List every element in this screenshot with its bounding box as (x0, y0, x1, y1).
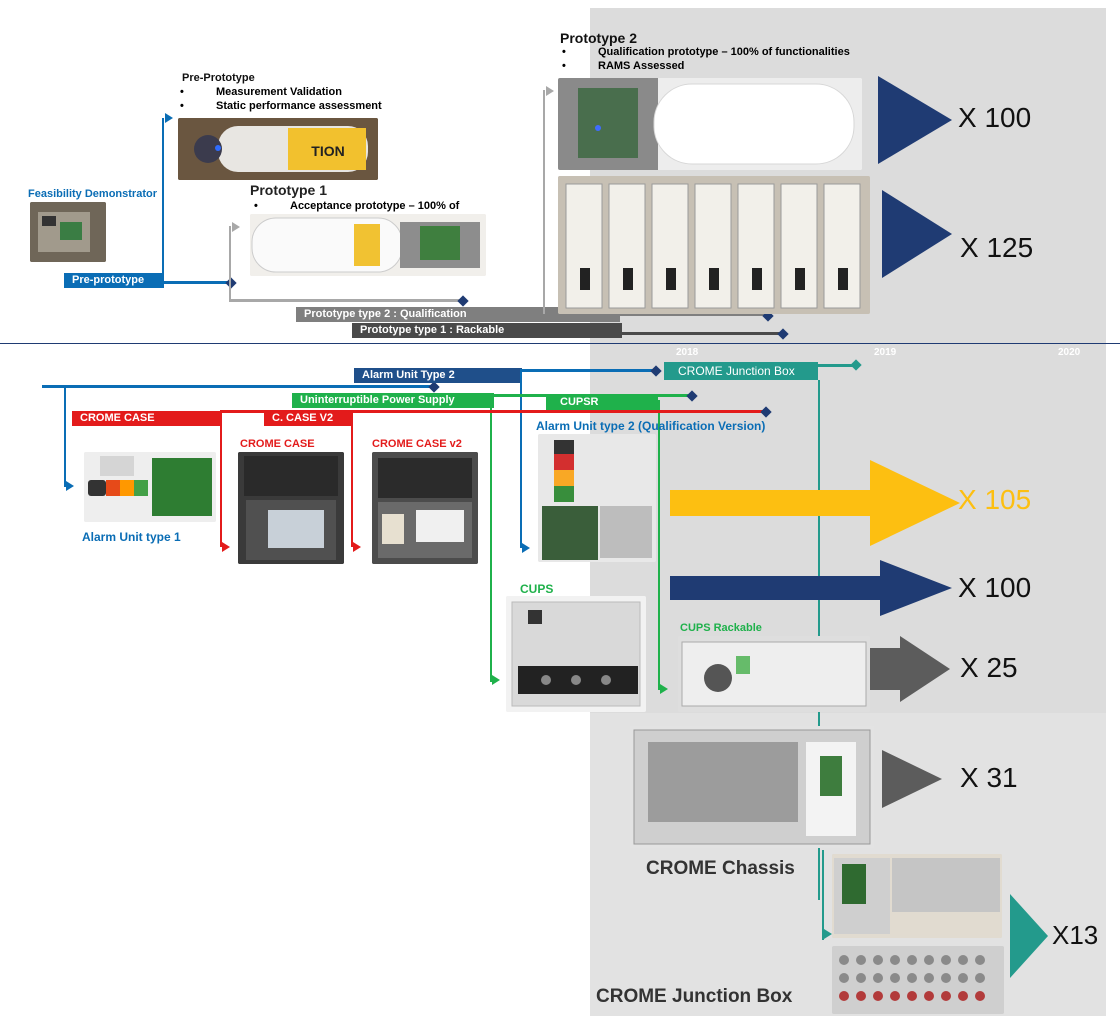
count-arrow-31 (882, 750, 942, 808)
count-x31: X 31 (960, 762, 1018, 793)
bullet: • (562, 46, 566, 58)
case-connector (220, 411, 222, 547)
count-x100-top: X 100 (958, 102, 1032, 133)
proto2-bullet-1: Qualification prototype – 100% of functi… (598, 46, 850, 58)
count-x100-bottom: X 100 (958, 572, 1032, 603)
alarm-unit-type1-photo (84, 452, 216, 522)
count-arrow-105 (670, 460, 960, 546)
pt2-line (545, 313, 767, 316)
bar-alarm-unit-type2: Alarm Unit Type 2 (354, 368, 522, 383)
cups-connector (490, 400, 492, 682)
count-x13: X13 (1052, 920, 1099, 950)
proto2-bullet-2: RAMS Assessed (598, 60, 685, 72)
alarm-unit-type2-photo (538, 434, 656, 562)
proto1-milestone (457, 295, 469, 307)
svg-text:TION: TION (311, 143, 344, 159)
count-arrow-100-bottom (670, 560, 952, 616)
alarm-unit-type2-label: Alarm Unit type 2 (Qualification Version… (536, 419, 766, 433)
bullet: • (180, 100, 184, 112)
alarm2-line (520, 369, 656, 372)
bar-uninterruptible-power-supply: Uninterruptible Power Supply (292, 393, 494, 408)
count-x125: X 125 (960, 232, 1034, 263)
cupsr-arrow (660, 684, 668, 694)
feasibility-label: Feasibility Demonstrator (28, 188, 157, 200)
cups-rackable-photo (678, 636, 870, 712)
count-arrow-13 (1010, 894, 1048, 978)
proto2-connector (543, 90, 545, 314)
proto1-bullet-1: Acceptance prototype – 100% of (290, 200, 460, 212)
bullet: • (254, 200, 258, 212)
preproto-photo: TION (178, 118, 378, 180)
bar-prototype-type2: Prototype type 2 : Qualification (296, 307, 620, 322)
alarm1-connector (64, 387, 66, 487)
preproto-milestone (225, 277, 237, 289)
junction-box-photo-b (832, 946, 1004, 1014)
count-arrow-100 (878, 76, 952, 164)
cups-photo (506, 596, 646, 712)
bullet: • (180, 86, 184, 98)
alarm2-arrow (522, 543, 530, 553)
cups-rackable-label: CUPS Rackable (680, 622, 762, 634)
bar-c-case-v2: C. CASE V2 (264, 411, 352, 426)
proto1-title: Prototype 1 (250, 182, 328, 198)
casev2-connector (351, 411, 353, 547)
bar-prototype-type1: Prototype type 1 : Rackable (352, 323, 622, 338)
proto2-arrow (546, 86, 554, 96)
case-arrow (222, 542, 230, 552)
cups-arrow (492, 675, 500, 685)
bar-crome-case: CROME CASE (72, 411, 220, 426)
crome-chassis-label: CROME Chassis (646, 858, 795, 879)
junction-arrow (824, 929, 832, 939)
proto2-photo (558, 78, 862, 170)
casev2-arrow (353, 542, 361, 552)
proto1-line (229, 299, 463, 302)
crome-chassis-photo (630, 726, 874, 848)
crome-case-v2-photo (372, 452, 478, 564)
preproto-line (162, 281, 232, 284)
alarm-baseline-milestone (428, 381, 440, 393)
preproto-connector (162, 118, 164, 284)
alarm-unit-type1-label: Alarm Unit type 1 (82, 530, 181, 544)
year-2020: 2020 (1058, 347, 1081, 358)
proto1-arrow (232, 222, 240, 232)
junction-line (818, 364, 856, 367)
junction-box-photo-a (832, 854, 1002, 938)
bar-crome-junction-box: CROME Junction Box (664, 362, 818, 380)
alarm2-connector (520, 370, 522, 548)
year-2018: 2018 (676, 347, 699, 358)
section-divider (0, 343, 1120, 344)
count-x25: X 25 (960, 652, 1018, 683)
proto2-rack-photo (558, 176, 870, 314)
cupsr-connector (658, 400, 660, 690)
year-2019: 2019 (874, 347, 897, 358)
crome-case-photo (238, 452, 344, 564)
crome-junction-box-label: CROME Junction Box (596, 986, 793, 1007)
proto2-title: Prototype 2 (560, 30, 638, 46)
bullet: • (562, 60, 566, 72)
preproto-bullet-2: Static performance assessment (216, 100, 382, 112)
bar-pre-prototype: Pre-prototype (64, 273, 164, 288)
count-arrow-125 (882, 190, 952, 278)
preproto-arrow (165, 113, 173, 123)
preproto-title: Pre-Prototype (182, 72, 255, 84)
crome-case-label: CROME CASE (240, 438, 315, 450)
case-red-line (220, 410, 768, 413)
feasibility-photo (30, 202, 106, 262)
proto1-connector (229, 226, 231, 302)
crome-case-v2-label: CROME CASE v2 (372, 438, 462, 450)
alarm-baseline (42, 385, 434, 388)
proto1-photo (250, 214, 486, 276)
count-x105: X 105 (958, 484, 1032, 515)
preproto-bullet-1: Measurement Validation (216, 86, 342, 98)
junction-connector-b (822, 850, 824, 940)
cups-label: CUPS (520, 582, 554, 596)
pt1-line (620, 332, 782, 335)
alarm1-arrow (66, 481, 74, 491)
count-arrow-25 (870, 636, 950, 702)
bar-cupsr: CUPSR (546, 395, 658, 410)
